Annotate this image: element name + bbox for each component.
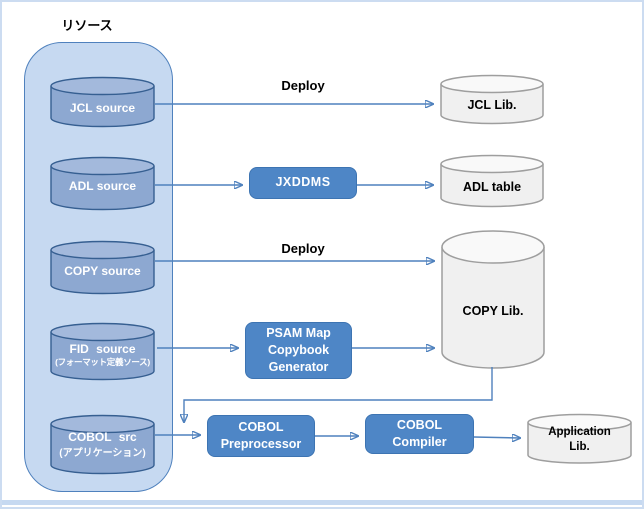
cylinder-shape xyxy=(50,240,155,295)
node-application-lib: Application Lib. xyxy=(527,413,632,464)
bottom-edge-bar xyxy=(2,500,642,505)
cylinder-shape xyxy=(50,76,155,128)
node-jcl-source: JCL source xyxy=(50,76,155,128)
arrow-label-deploy-copy: Deploy xyxy=(281,241,325,256)
node-adl-source: ADL source xyxy=(50,156,155,211)
node-label: JCL source xyxy=(69,101,136,115)
node-copy-source: COPY source xyxy=(50,240,155,295)
cylinder-shape xyxy=(50,156,155,211)
node-label: Application Lib. xyxy=(548,426,611,453)
node-label: JCL Lib. xyxy=(467,98,517,112)
process-cobol-preprocessor: COBOL Preprocessor xyxy=(207,415,315,457)
node-label: COPY source xyxy=(64,264,141,278)
cylinder-shape xyxy=(440,74,544,125)
node-fid-source: FID source (フォーマット定義ソース) xyxy=(50,322,155,381)
cylinder-shape xyxy=(440,154,544,208)
cylinder-shape xyxy=(50,414,155,475)
process-psam-map-copybook-generator: PSAM Map Copybook Generator xyxy=(245,322,352,379)
cylinder-shape xyxy=(441,230,545,369)
node-sublabel: (アプリケーション) xyxy=(59,448,146,459)
node-label: COPY Lib. xyxy=(462,304,524,318)
node-sublabel: (フォーマット定義ソース) xyxy=(55,357,150,367)
process-jxddms: JXDDMS xyxy=(249,167,357,199)
node-cobol-src: COBOL src (アプリケーション) xyxy=(50,414,155,475)
cylinder-shape xyxy=(50,322,155,381)
node-adl-table: ADL table xyxy=(440,154,544,208)
process-cobol-compiler: COBOL Compiler xyxy=(365,414,474,454)
arrow-compiler-to-application-lib xyxy=(473,437,520,438)
node-jcl-lib: JCL Lib. xyxy=(440,74,544,125)
resources-group-label: リソース xyxy=(61,18,113,33)
node-label: ADL source xyxy=(68,179,137,193)
node-copy-lib: COPY Lib. xyxy=(441,230,545,369)
node-label: COBOL src xyxy=(68,430,137,444)
node-label: ADL table xyxy=(462,180,522,194)
cylinder-shape xyxy=(527,413,632,464)
node-label: FID source xyxy=(69,342,136,356)
arrow-label-deploy-jcl: Deploy xyxy=(281,78,325,93)
